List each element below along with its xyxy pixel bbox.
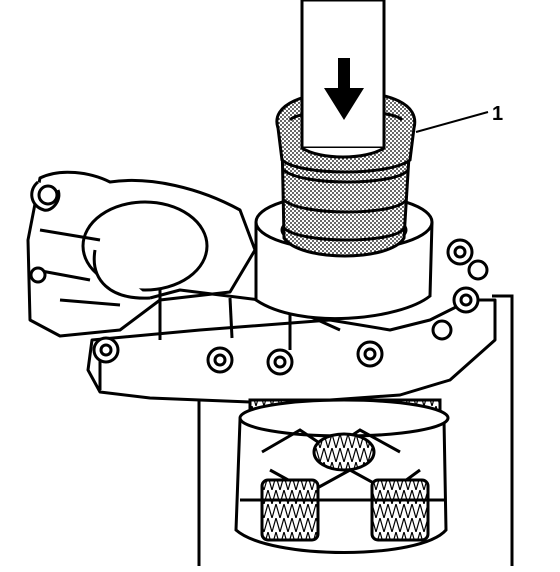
transaxle-case — [26, 170, 257, 338]
seal-installer-tool — [275, 0, 417, 174]
callout-1: 1 — [415, 103, 503, 133]
callout-leader — [415, 111, 489, 133]
down-arrow-icon — [324, 58, 364, 120]
differential-assembly — [234, 398, 450, 554]
bolt-holes — [92, 238, 489, 376]
callout-label: 1 — [492, 103, 503, 125]
frame-lines — [197, 294, 514, 566]
